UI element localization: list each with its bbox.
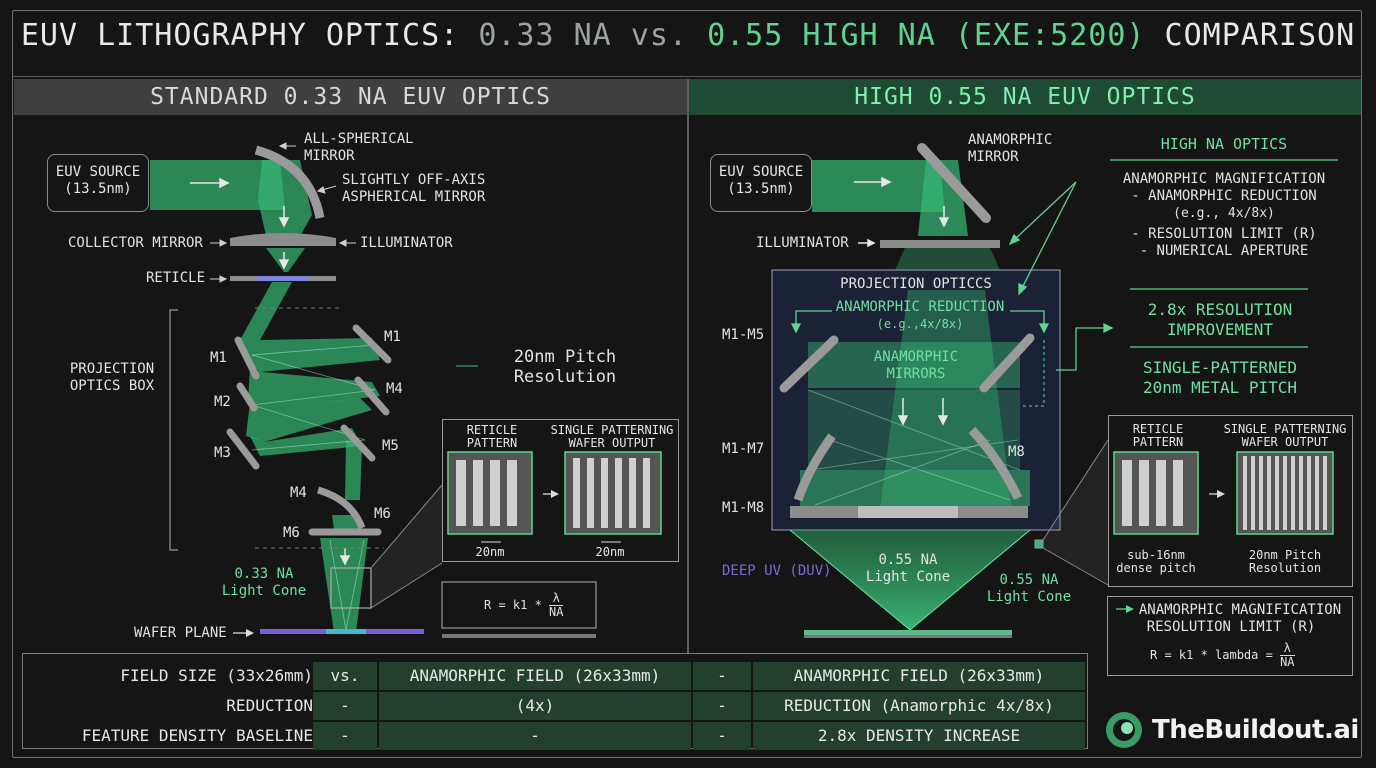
off-axis-label: SLIGHTLY OFF-AXIS ASPHERICAL MIRROR (342, 172, 486, 205)
high-na-optics-title: HIGH NA OPTICS (1160, 135, 1288, 153)
title-part5: COMPARISON (1164, 18, 1356, 53)
anamorphic-mirror-label: ANAMORPHIC MIRROR (968, 132, 1053, 165)
m1-m5-label: M1-M5 (722, 327, 765, 343)
thebuildout-logo: TheBuildout.ai (1104, 708, 1359, 752)
mirror-m3: M3 (214, 445, 231, 461)
left-formula-box (441, 581, 597, 629)
title-part2: 0.33 NA (478, 18, 612, 53)
title-part3: vs. (630, 18, 688, 53)
m1-m8-label: M1-M8 (722, 500, 765, 516)
logo-icon (1106, 712, 1142, 748)
right-euv-source-box: EUV SOURCE (13.5nm) (710, 154, 812, 212)
table-row: FEATURE DENSITY BASELINE - - - 2.8x DENS… (23, 722, 1087, 750)
m8-label: M8 (1008, 444, 1025, 460)
projection-optics-title: PROJECTION OPTICCS (840, 276, 992, 292)
right-pitch-resolution: 20nm Pitch Resolution (1248, 548, 1322, 575)
mirror-m5: M5 (382, 438, 399, 454)
sub-16nm-label: sub-16nm dense pitch (1116, 548, 1196, 575)
right-cone-inner-label: 0.55 NA Light Cone (865, 552, 951, 585)
mirror-m6-right: M6 (374, 506, 391, 522)
m1-m7-label: M1-M7 (722, 441, 765, 457)
right-illuminator (880, 240, 1000, 248)
logo-text: TheBuildout.ai (1152, 715, 1359, 745)
left-pitch-resolution: 20nm Pitch Resolution (513, 347, 617, 387)
collector-mirror-label: COLLECTOR MIRROR (68, 235, 203, 251)
left-reticle-dim: 20nm (475, 545, 505, 559)
left-illuminator-label: ILLUMINATOR (360, 235, 453, 251)
mirror-m2: M2 (214, 394, 231, 410)
right-formula-box: ANAMORPHIC MAGNIFICATION RESOLUTION LIMI… (1107, 596, 1353, 676)
mirror-m4-right: M4 (386, 381, 403, 397)
table-row: FIELD SIZE (33x26mm) vs. ANAMORPHIC FIEL… (23, 662, 1087, 690)
left-light-cone-label: 0.33 NA Light Cone (221, 566, 307, 599)
anamorphic-reduction-label: ANAMORPHIC REDUCTION (e.g.,4x/8x) (835, 299, 1005, 331)
left-output-dim: 20nm (595, 545, 625, 559)
comparison-table: FIELD SIZE (33x26mm) vs. ANAMORPHIC FIEL… (22, 653, 1088, 750)
right-illuminator-label: ILLUMINATOR (756, 235, 849, 251)
right-header: HIGH 0.55 NA EUV OPTICS (689, 79, 1361, 115)
left-mirrors (226, 324, 392, 536)
left-source-arrow (190, 177, 351, 566)
deep-uv-label: DEEP UV (DUV) (722, 563, 832, 579)
left-header: STANDARD 0.33 NA EUV OPTICS (14, 79, 687, 115)
reticle-label: RETICLE (146, 270, 206, 286)
page-title: EUV LITHOGRAPHY OPTICS: 0.33 NA vs. 0.55… (0, 18, 1376, 53)
right-cone-outer-label: 0.55 NA Light Cone (986, 572, 1072, 605)
resolution-improvement: 2.8x RESOLUTION IMPROVEMENT (1147, 300, 1293, 339)
outer-frame (12, 10, 1362, 758)
left-spherical-mirror (254, 145, 325, 219)
anamorphic-mirrors-label: ANAMORPHIC MIRRORS (873, 349, 959, 382)
left-ray-lines (251, 344, 376, 631)
mirror-m1-left: M1 (210, 350, 227, 366)
center-divider (687, 79, 689, 653)
left-euv-source-box: EUV SOURCE (13.5nm) (47, 154, 149, 212)
right-pattern-graphic (1113, 451, 1334, 535)
mirror-m1-right: M1 (384, 329, 401, 345)
mirror-m6-left: M6 (283, 525, 300, 541)
projection-optics-box-label: PROJECTION OPTICS BOX (69, 361, 155, 394)
title-part4: 0.55 HIGH NA (EXE:5200) (707, 18, 1146, 53)
wafer-plane-label: WAFER PLANE (134, 625, 227, 641)
mirror-m4-lower: M4 (290, 485, 307, 501)
anamorphic-mirror (917, 143, 991, 223)
title-rule (12, 76, 1362, 77)
left-pattern-graphic (447, 451, 662, 543)
left-pattern-panel: RETICLE PATTERN SINGLE PATTERNING WAFER … (442, 419, 679, 562)
all-spherical-label: ALL-SPHERICAL MIRROR (304, 131, 414, 164)
right-light-cone (790, 530, 1030, 630)
projection-bracket (169, 309, 178, 551)
single-patterned-pitch: SINGLE-PATTERNED 20nm METAL PITCH (1142, 358, 1298, 397)
left-illuminator-lens (230, 233, 336, 246)
high-na-optics-list: ANAMORPHIC MAGNIFICATION - ANAMORPHIC RE… (1122, 171, 1326, 259)
right-pattern-panel: RETICLE PATTERN SINGLE PATTERNING WAFER … (1108, 415, 1353, 587)
title-part1: EUV LITHOGRAPHY OPTICS: (20, 18, 460, 53)
table-row: REDUCTION - (4x) - REDUCTION (Anamorphic… (23, 692, 1087, 720)
